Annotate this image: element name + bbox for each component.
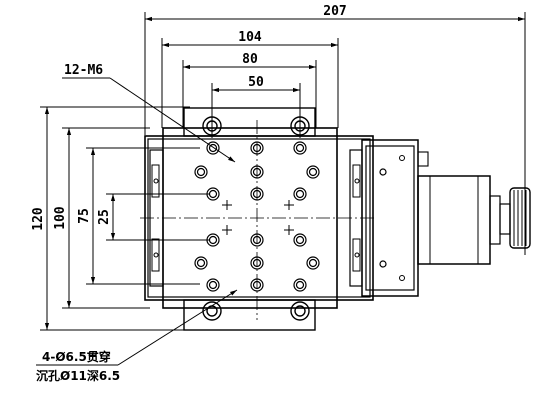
motor-assembly xyxy=(361,139,531,297)
tapped-holes xyxy=(194,141,320,292)
dim-80-label: 80 xyxy=(242,52,258,67)
stage-body xyxy=(144,107,374,331)
dim-207-label: 207 xyxy=(323,4,346,19)
top-dimensions xyxy=(144,12,526,255)
dim-100-label: 100 xyxy=(53,206,68,230)
dim-25-label: 25 xyxy=(97,209,112,225)
center-lines xyxy=(140,120,375,320)
dim-50-label: 50 xyxy=(248,75,264,90)
callout-leaders xyxy=(36,77,238,366)
dim-104-label: 104 xyxy=(238,30,262,45)
through-holes-callout-line1: 4-Ø6.5贯穿 xyxy=(42,349,111,364)
dim-120-label: 120 xyxy=(31,207,46,231)
through-holes-callout-line2: 沉孔Ø11深6.5 xyxy=(36,368,120,383)
left-dimensions xyxy=(40,106,210,331)
dim-75-label: 75 xyxy=(77,208,92,224)
tapped-holes-callout: 12-M6 xyxy=(64,63,103,78)
